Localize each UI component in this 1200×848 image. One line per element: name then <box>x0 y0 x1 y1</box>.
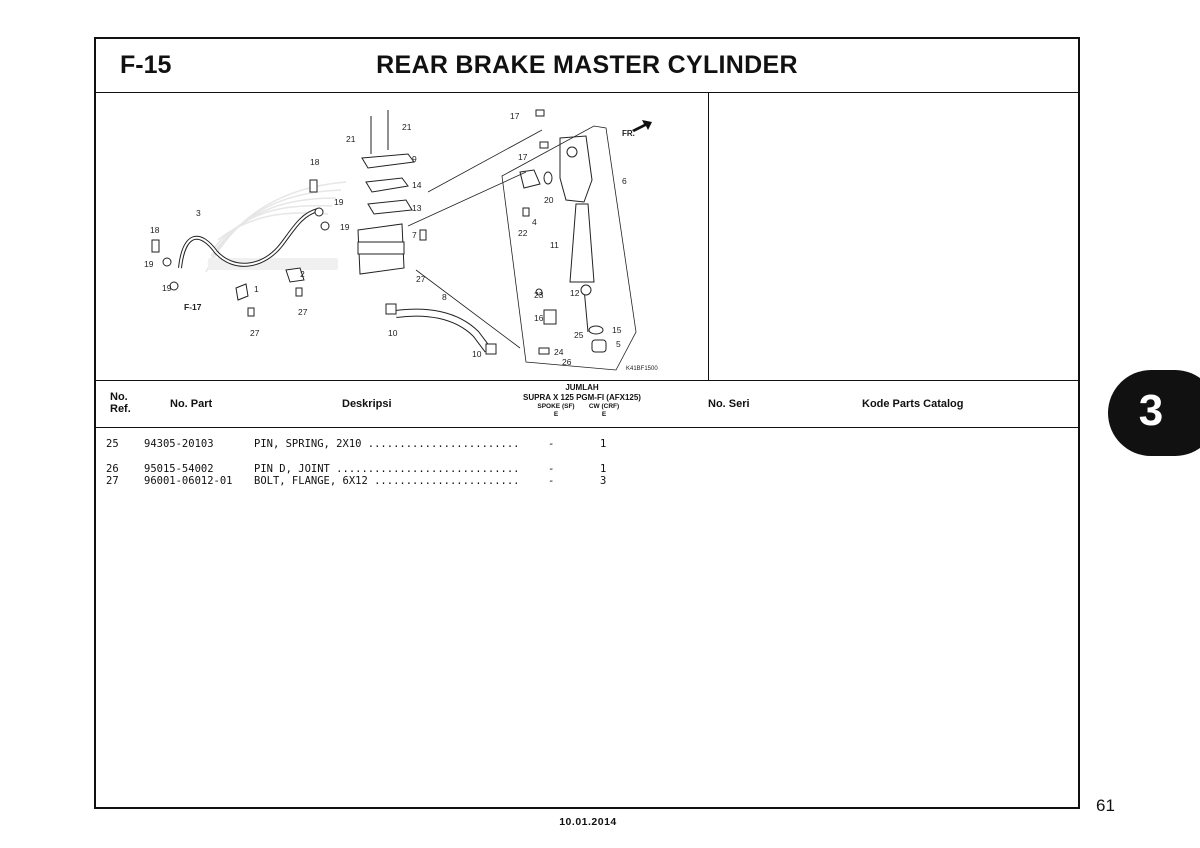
header-model: SUPRA X 125 PGM-FI (AFX125) <box>523 393 641 402</box>
section-tab-number: 3 <box>1138 386 1164 435</box>
header-no-seri: No. Seri <box>708 398 750 410</box>
cell-description: PIN D, JOINT ...........................… <box>254 463 520 475</box>
callout-17-top: 17 <box>510 111 520 121</box>
figure-code: K41BF1500 <box>626 366 658 372</box>
callout-16: 16 <box>534 313 544 323</box>
cell-part-number: 96001-06012-01 <box>144 475 233 487</box>
cell-part-number: 94305-20103 <box>144 438 214 450</box>
cell-description: PIN, SPRING, 2X10 ......................… <box>254 438 520 450</box>
callout-17-mid: 17 <box>518 152 528 162</box>
callout-18-left: 18 <box>150 225 160 235</box>
callout-24: 24 <box>554 347 564 357</box>
exploded-parts-diagram: 17 FR. 21 21 9 17 6 18 14 20 19 13 4 3 1… <box>96 92 709 380</box>
cell-ref: 25 <box>106 438 119 450</box>
cell-cw-qty: 1 <box>600 463 607 475</box>
header-spoke-col: SPOKE (SF) E <box>536 403 576 419</box>
header-no-part: No. Part <box>170 398 213 410</box>
callout-25: 25 <box>574 330 584 340</box>
header-no: No. <box>110 391 128 403</box>
table-row: 27 96001-06012-01 BOLT, FLANGE, 6X12 ...… <box>96 475 1078 488</box>
callout-7: 7 <box>412 230 417 240</box>
table-header: No. Ref. No. Part Deskripsi JUMLAH SUPRA… <box>96 380 1078 428</box>
header-deskripsi: Deskripsi <box>342 398 392 410</box>
callout-22: 22 <box>518 228 528 238</box>
page-title: REAR BRAKE MASTER CYLINDER <box>376 51 798 79</box>
callout-9: 9 <box>412 154 417 164</box>
section-code: F-15 <box>120 51 172 79</box>
front-direction-arrow-icon <box>632 120 652 132</box>
cell-spoke-qty: - <box>548 438 555 450</box>
callout-27-body: 27 <box>416 274 426 284</box>
watermark-letters-icon <box>208 258 338 270</box>
catalog-page-frame: F-15 REAR BRAKE MASTER CYLINDER <box>94 37 1080 809</box>
header-cw: CW (CRF) <box>588 403 620 410</box>
header-cw-code: E <box>601 411 607 418</box>
diagram-blank-panel <box>709 92 1078 380</box>
callout-19-a: 19 <box>334 197 344 207</box>
footer-date: 10.01.2014 <box>559 816 617 828</box>
callout-12: 12 <box>570 288 580 298</box>
header-spoke-code: E <box>553 411 559 418</box>
section-tab: 3 <box>1108 370 1200 456</box>
cell-cw-qty: 3 <box>600 475 607 487</box>
callout-4: 4 <box>532 217 537 227</box>
callout-21-left: 21 <box>346 134 356 144</box>
callout-27-mid: 27 <box>298 307 308 317</box>
cell-ref: 26 <box>106 463 119 475</box>
page-number: 61 <box>1096 796 1115 815</box>
callout-21-right: 21 <box>402 122 412 132</box>
callout-19-b: 19 <box>340 222 350 232</box>
header-no-ref: No. Ref. <box>110 391 131 415</box>
callout-15: 15 <box>612 325 622 335</box>
callout-27-left: 27 <box>250 328 260 338</box>
callout-2: 2 <box>300 269 305 279</box>
callout-18-top: 18 <box>310 157 320 167</box>
title-row: F-15 REAR BRAKE MASTER CYLINDER <box>96 39 1078 93</box>
cross-reference-label: F-17 <box>184 302 202 312</box>
header-jumlah: JUMLAH <box>565 383 599 392</box>
header-ref: Ref. <box>110 403 131 415</box>
callout-11: 11 <box>550 240 559 250</box>
table-row: 26 95015-54002 PIN D, JOINT ............… <box>96 463 1078 476</box>
table-row: 25 94305-20103 PIN, SPRING, 2X10 .......… <box>96 438 1078 451</box>
header-sub-columns: SPOKE (SF) E CW (CRF) E <box>512 403 652 421</box>
callout-14: 14 <box>412 180 422 190</box>
cell-description: BOLT, FLANGE, 6X12 .....................… <box>254 475 520 487</box>
header-jumlah-group: JUMLAH SUPRA X 125 PGM-FI (AFX125) SPOKE… <box>512 383 652 421</box>
callout-10-mid: 10 <box>388 328 398 338</box>
cell-part-number: 95015-54002 <box>144 463 214 475</box>
callout-8: 8 <box>442 292 447 302</box>
callout-23: 23 <box>534 290 544 300</box>
cell-cw-qty: 1 <box>600 438 607 450</box>
callout-6: 6 <box>622 176 627 186</box>
callout-3: 3 <box>196 208 201 218</box>
diagram-illustration: 17 FR. 21 21 9 17 6 18 14 20 19 13 4 3 1… <box>144 109 658 372</box>
direction-label: FR. <box>622 129 635 138</box>
cell-ref: 27 <box>106 475 119 487</box>
cell-spoke-qty: - <box>548 463 555 475</box>
callout-19-c: 19 <box>144 259 154 269</box>
cell-spoke-qty: - <box>548 475 555 487</box>
callout-5: 5 <box>616 339 621 349</box>
header-kode-parts: Kode Parts Catalog <box>862 398 964 410</box>
callout-13: 13 <box>412 203 422 213</box>
callout-20: 20 <box>544 195 554 205</box>
header-cw-col: CW (CRF) E <box>582 403 626 419</box>
callout-26: 26 <box>562 357 572 367</box>
callout-1: 1 <box>254 284 259 294</box>
header-spoke: SPOKE (SF) <box>537 403 575 410</box>
callout-19-d: 19 <box>162 283 172 293</box>
callout-10-bottom: 10 <box>472 349 482 359</box>
